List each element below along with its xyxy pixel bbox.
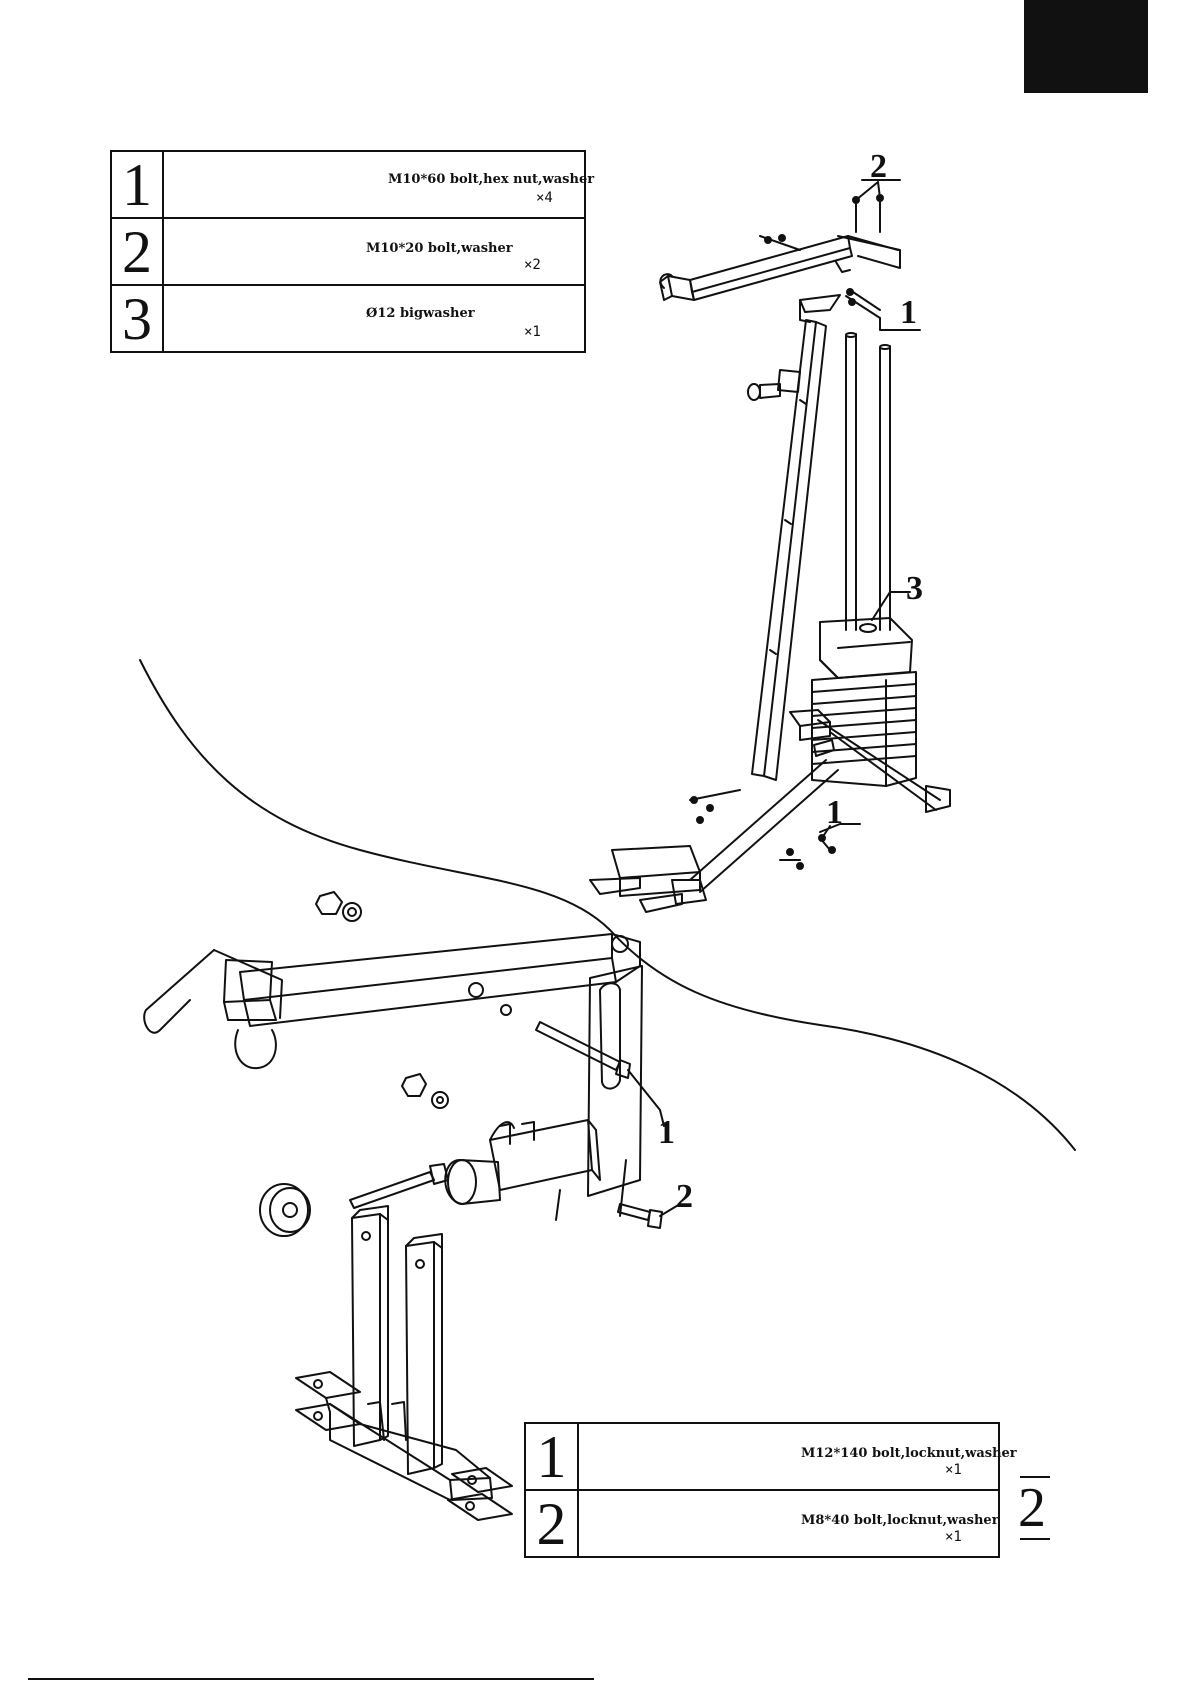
hardware-row: 1 M12*140 bolt,locknut,washer ×1 <box>525 1423 999 1490</box>
hardware-number: 2 <box>525 1490 578 1557</box>
detail-arm <box>144 934 640 1068</box>
footer-rule <box>28 1678 594 1680</box>
callout-top-bracket: 1 <box>900 296 917 330</box>
pivot-tube <box>445 1120 600 1204</box>
hardware-description: M12*140 bolt,locknut,washer <box>801 1446 1017 1461</box>
hardware-quantity: ×4 <box>536 190 553 206</box>
callout-detail-small-bolt: 2 <box>676 1180 693 1214</box>
base-bolts <box>690 790 835 869</box>
detail-small-bolt <box>618 1204 662 1228</box>
hardware-description: M8*40 bolt,locknut,washer <box>801 1513 999 1528</box>
top-arm <box>660 236 900 300</box>
detail-long-bolt <box>536 1022 630 1078</box>
hardware-quantity: ×1 <box>945 1462 962 1478</box>
hardware-number: 1 <box>525 1423 578 1490</box>
hardware-description: Ø12 bigwasher <box>366 306 475 321</box>
hardware-row-cell: M8*40 bolt,locknut,washer ×1 <box>578 1490 999 1557</box>
hardware-number: 2 <box>111 218 163 285</box>
hardware-quantity: ×1 <box>524 324 541 340</box>
hardware-row-cell: M10*20 bolt,washer ×2 <box>163 218 585 285</box>
hardware-table-top: 1 M10*60 bolt,hex nut,washer ×4 2 M10*20… <box>110 150 586 353</box>
hardware-table-bottom: 1 M12*140 bolt,locknut,washer ×1 2 M8*40… <box>524 1422 1000 1558</box>
hardware-number: 1 <box>111 151 163 218</box>
hardware-row-cell: M12*140 bolt,locknut,washer ×1 <box>578 1423 999 1490</box>
guide-rods <box>846 333 890 630</box>
callout-detail-bolt: 1 <box>658 1116 675 1150</box>
hardware-row: 1 M10*60 bolt,hex nut,washer ×4 <box>111 151 585 218</box>
hardware-row-cell: Ø12 bigwasher ×1 <box>163 285 585 352</box>
callout-weight-washer: 3 <box>906 572 923 606</box>
hardware-quantity: ×1 <box>945 1529 962 1545</box>
base-frame <box>590 710 950 912</box>
bracket-bolts <box>846 289 880 318</box>
hardware-row: 2 M10*20 bolt,washer ×2 <box>111 218 585 285</box>
hardware-row-cell: M10*60 bolt,hex nut,washer ×4 <box>163 151 585 218</box>
hardware-quantity: ×2 <box>524 257 541 273</box>
detail-pin <box>350 1164 448 1208</box>
hardware-row: 2 M8*40 bolt,locknut,washer ×1 <box>525 1490 999 1557</box>
adjustment-knob <box>260 1184 310 1236</box>
hardware-description: M10*60 bolt,hex nut,washer <box>388 172 594 187</box>
stand-base <box>296 1372 512 1520</box>
nut-washer-middle <box>402 1074 448 1108</box>
nut-washer-top <box>316 892 361 921</box>
hardware-description: M10*20 bolt,washer <box>366 241 513 256</box>
hardware-number: 3 <box>111 285 163 352</box>
callout-base-bolts: 1 <box>826 796 843 830</box>
weight-stack <box>812 618 916 786</box>
hardware-row: 3 Ø12 bigwasher ×1 <box>111 285 585 352</box>
callout-top-bolts: 2 <box>870 150 887 184</box>
page-number: 2 <box>1018 1480 1046 1536</box>
detail-boundary-curve <box>140 660 1075 1150</box>
